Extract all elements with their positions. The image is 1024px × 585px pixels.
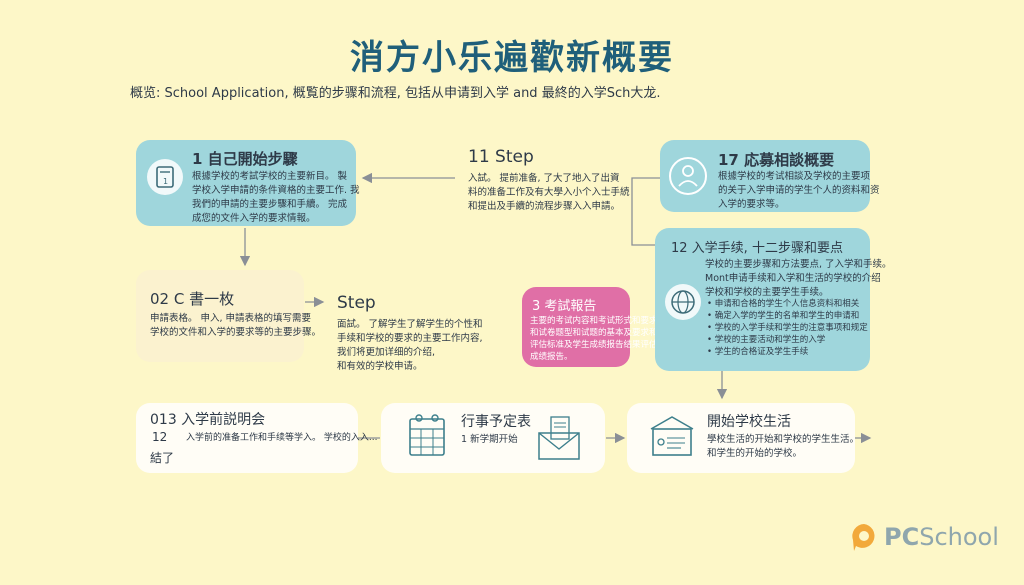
step-1-title: 1 自己開始步驟 bbox=[192, 150, 298, 168]
person-icon bbox=[668, 156, 708, 200]
calendar-icon bbox=[407, 413, 447, 463]
step-mid-text: 面試。 了解学生了解学生的个性和 手续和学校的要求的主要工作内容, 我们将更加详… bbox=[337, 319, 483, 372]
step-12-box: 12 入学手续, 十二步骤和要点 学校的主要步骤和方法要点, 了入学和手续。 M… bbox=[655, 228, 892, 371]
step-02-title: 02 C 書一枚 bbox=[150, 290, 235, 308]
bullet-item: 确定入学的学生的名单和学生的申请和 bbox=[707, 310, 868, 322]
svg-text:1: 1 bbox=[163, 177, 168, 186]
document-icon: 1 bbox=[146, 158, 184, 200]
envelope-icon bbox=[537, 415, 581, 465]
pcschool-wordmark: PCSchool bbox=[884, 523, 999, 551]
step-3-box: 3 考試報告 主要的考试内容和考试形式和要求 和试卷题型和试题的基本及要求和 评… bbox=[522, 287, 658, 367]
step-12-text: 学校的主要步骤和方法要点, 了入学和手续。 Mont申请手续和入学和生活的学校的… bbox=[705, 259, 892, 298]
step-013-sub1: 12 bbox=[152, 430, 168, 444]
diagram-subtitle: 概览: School Application, 概覧的步骤和流程, 包括从申请到… bbox=[130, 86, 661, 101]
step-013-text: 入学前的准备工作和手续等学入。 学校的入入... bbox=[186, 433, 378, 443]
step-12-title: 12 入学手续, 十二步骤和要点 bbox=[671, 241, 843, 256]
bullet-item: 学生的合格证及学生手续 bbox=[707, 346, 868, 358]
final-step-text: 學校生活的开始和学校的学生生活。 和学生的开始的学校。 bbox=[707, 434, 860, 459]
step-02-text: 申請表格。 申入, 申請表格的填写需要 学校的文件和入学的要求等的主要步骤。 bbox=[150, 313, 322, 338]
step-013-box: 013 入学前説明会 12 入学前的准备工作和手续等学入。 学校的入入... 結… bbox=[136, 403, 377, 473]
bullet-item: 申请和合格的学生个人信息资料和相关 bbox=[707, 298, 868, 310]
pcschool-logo-icon bbox=[852, 524, 875, 551]
step-17-box: 17 応募相談概要 根據学校的考试相談及学校的主要项 的关于入学申请的学生个人的… bbox=[660, 140, 880, 212]
calendar-box: 行事予定表 1 新学期开始 bbox=[381, 403, 605, 473]
pcschool-logo: PCSchool bbox=[850, 520, 999, 554]
calendar-text: 1 新学期开始 bbox=[461, 434, 518, 445]
final-step-box: 開始学校生活 學校生活的开始和学校的学生生活。 和学生的开始的学校。 bbox=[627, 403, 859, 473]
step-11-text: 入試。 提前准备, 了大了地入了出資 料的准备工作及有大學入小个入士手続 和提出… bbox=[468, 173, 630, 212]
final-step-title: 開始学校生活 bbox=[707, 414, 791, 430]
step-1-text: 根據学校的考試学校的主要新目。 製 学校入学申請的条件資格的主要工作. 我 我們… bbox=[192, 171, 360, 224]
calendar-title: 行事予定表 bbox=[461, 414, 531, 430]
step-11-title: 11 Step bbox=[468, 147, 534, 167]
school-board-icon bbox=[647, 415, 697, 463]
step-17-text: 根據学校的考试相談及学校的主要项 的关于入学申请的学生个人的资料和资 入学的要求… bbox=[718, 171, 880, 210]
step-mid-title: Step bbox=[337, 293, 376, 313]
bullet-item: 学校的入学手续和学生的注意事项和规定 bbox=[707, 322, 868, 334]
step-3-title: 3 考試報告 bbox=[532, 299, 597, 314]
step-013-title: 013 入学前説明会 bbox=[150, 412, 266, 428]
step-17-title: 17 応募相談概要 bbox=[718, 151, 835, 169]
diagram-title: 消方小乐遍歡新概要 bbox=[350, 38, 674, 78]
globe-icon bbox=[663, 282, 703, 326]
connector-17-to-12 bbox=[631, 177, 660, 246]
step-12-bullets: 申请和合格的学生个人信息资料和相关 确定入学的学生的名单和学生的申请和 学校的入… bbox=[707, 298, 868, 358]
step-02-box: 02 C 書一枚 申請表格。 申入, 申請表格的填写需要 学校的文件和入学的要求… bbox=[136, 270, 321, 362]
step-3-text: 主要的考试内容和考试形式和要求 和试卷题型和试题的基本及要求和 评估标准及学生成… bbox=[530, 316, 658, 362]
step-013-sub2: 結了 bbox=[150, 451, 175, 465]
bullet-item: 学校的主要活动和学生的入学 bbox=[707, 334, 868, 346]
step-1-box: 1 1 自己開始步驟 根據学校的考試学校的主要新目。 製 学校入学申請的条件資格… bbox=[136, 140, 360, 226]
